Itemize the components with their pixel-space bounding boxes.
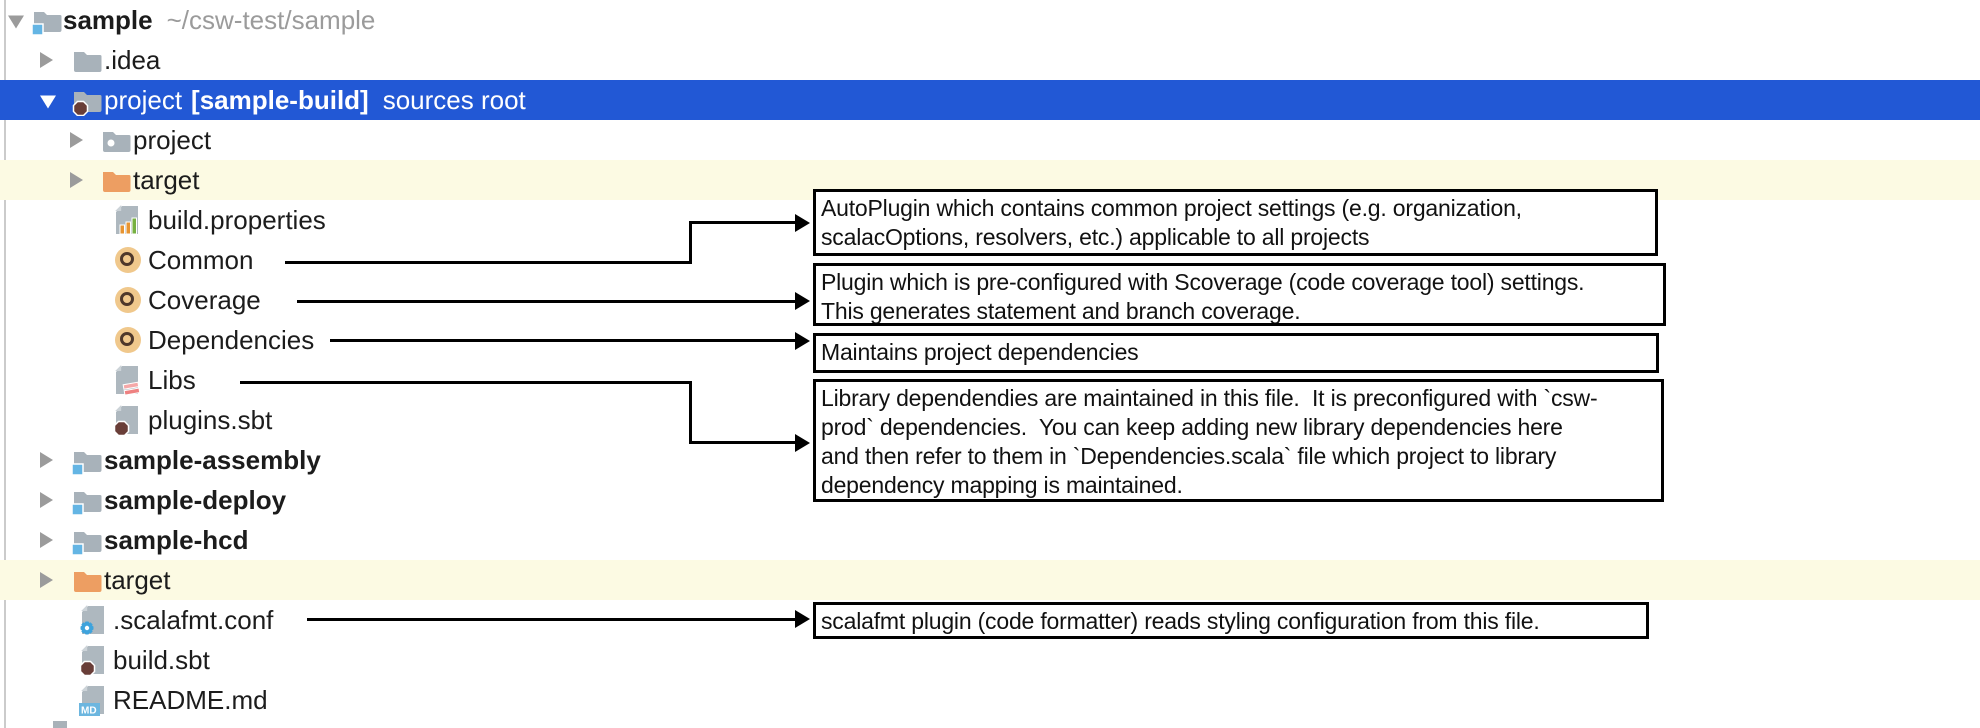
scalafmt-config-file-icon [78,604,110,636]
module-folder-icon [71,524,103,556]
annotation-text: scalafmt plugin (code formatter) reads s… [821,608,1540,634]
annotation-text: and then refer to them in `Dependencies.… [821,443,1557,469]
annotation-box-scalafmt: scalafmt plugin (code formatter) reads s… [813,602,1649,639]
tree-row-project-sample-build[interactable]: project [sample-build] sources root [0,80,1980,120]
scala-object-icon [112,244,144,276]
row-label: Libs [148,364,196,395]
tree-row-sample-deploy[interactable]: sample-deploy [0,480,1980,520]
tree-row-build-properties[interactable]: build.properties [0,200,1980,240]
scala-object-icon [112,284,144,316]
row-label: Common [148,244,254,275]
annotation-text: dependency mapping is maintained. [821,472,1183,498]
row-label: target [133,164,200,195]
expand-toggle-icon[interactable] [40,492,53,508]
annotation-text: prod` dependencies. You can keep adding … [821,414,1563,440]
expand-toggle-icon[interactable] [40,52,53,68]
tree-row-dependencies[interactable]: Dependencies [0,320,1980,360]
sbt-file-icon [112,404,144,436]
row-label: build.sbt [113,644,210,675]
sources-root-tag: sources root [382,84,526,115]
tree-row-common[interactable]: Common [0,240,1980,280]
properties-file-icon [112,204,144,236]
excluded-folder-icon [100,164,132,196]
annotation-box-common: AutoPlugin which contains common project… [813,189,1658,256]
row-label: plugins.sbt [148,404,273,435]
expand-toggle-icon[interactable] [70,172,83,188]
markdown-file-icon: MD [78,684,110,716]
project-path: ~/csw-test/sample [166,4,376,35]
expand-toggle-icon[interactable] [40,452,53,468]
module-folder-icon [71,484,103,516]
row-label: project [133,124,212,155]
panel-left-border [4,0,6,728]
tree-row-project-inner[interactable]: project [0,120,1980,160]
next-row-partial [53,721,67,728]
annotation-text: scalacOptions, resolvers, etc.) applicab… [821,224,1370,250]
row-label: sample [63,4,153,35]
row-label: sample-deploy [104,484,287,515]
tree-row-idea[interactable]: .idea [0,40,1980,80]
row-label: sample-assembly [104,444,321,475]
module-folder-icon [71,444,103,476]
scala-object-icon [112,324,144,356]
row-label: build.properties [148,204,326,235]
collapse-toggle-icon[interactable] [40,95,56,109]
tree-row-sample-assembly[interactable]: sample-assembly [0,440,1980,480]
row-label: .scalafmt.conf [113,604,274,635]
row-label: .idea [104,44,161,75]
tree-row-readme-md[interactable]: MD README.md [0,680,1980,720]
annotation-box-coverage: Plugin which is pre-configured with Scov… [813,263,1666,326]
expand-toggle-icon[interactable] [70,132,83,148]
excluded-folder-icon [71,564,103,596]
tree-row-target-root[interactable]: target [0,560,1980,600]
row-label: sample-hcd [104,524,249,555]
annotation-text: This generates statement and branch cove… [821,298,1301,324]
arrowhead-icon [795,292,810,310]
row-label: target [104,564,171,595]
row-label: README.md [113,684,268,715]
folder-icon [71,44,103,76]
annotation-box-libs: Library dependendies are maintained in t… [813,379,1664,502]
annotation-text: AutoPlugin which contains common project… [821,195,1522,221]
tree-row-sample-hcd[interactable]: sample-hcd [0,520,1980,560]
project-root-folder-icon [31,4,63,36]
row-label: Coverage [148,284,261,315]
arrowhead-icon [795,214,810,232]
build-folder-icon [100,124,132,156]
annotation-box-dependencies: Maintains project dependencies [813,333,1659,373]
annotation-text: Maintains project dependencies [821,339,1139,365]
expand-toggle-icon[interactable] [40,532,53,548]
collapse-toggle-icon[interactable] [8,15,24,29]
tree-row-sample[interactable]: sample ~/csw-test/sample [0,0,1980,40]
sbt-sources-folder-icon [71,84,103,116]
module-badge: [sample-build] [191,84,369,115]
arrowhead-icon [795,332,810,350]
scala-file-icon [112,364,144,396]
tree-row-scalafmt-conf[interactable]: .scalafmt.conf [0,600,1980,640]
sbt-file-icon [78,644,110,676]
expand-toggle-icon[interactable] [40,572,53,588]
tree-row-libs[interactable]: Libs [0,360,1980,400]
svg-text:MD: MD [81,706,97,717]
annotation-text: Library dependendies are maintained in t… [821,385,1598,411]
tree-row-coverage[interactable]: Coverage [0,280,1980,320]
tree-row-build-sbt[interactable]: build.sbt [0,640,1980,680]
annotation-text: Plugin which is pre-configured with Scov… [821,269,1585,295]
row-label: Dependencies [148,324,315,355]
arrowhead-icon [795,434,810,452]
arrowhead-icon [795,610,810,628]
tree-row-plugins-sbt[interactable]: plugins.sbt [0,400,1980,440]
row-label: project [104,84,183,115]
